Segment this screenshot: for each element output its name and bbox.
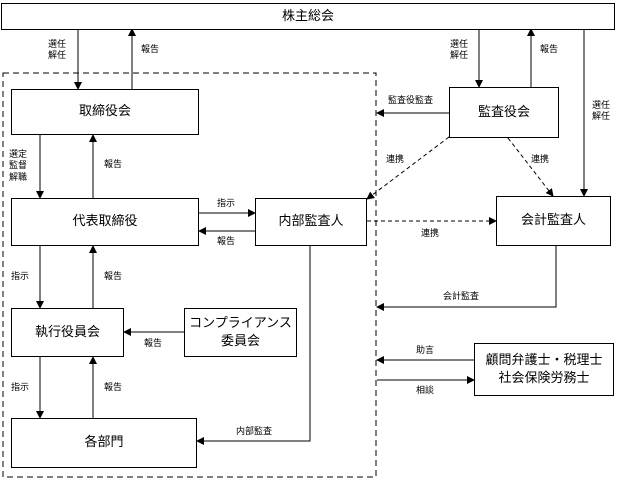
- accounting-auditor-label: 会計監査人: [520, 213, 586, 229]
- auditors-board-label: 監査役会: [477, 104, 530, 120]
- label-select-supervise: 選定監督解職: [9, 150, 28, 183]
- label-report-internal: 報告: [217, 237, 236, 247]
- ceo-box: 代表取締役: [11, 198, 199, 246]
- label-coop-internal: 連携: [386, 155, 405, 165]
- arrow-internal-audit-to-departments: [196, 245, 311, 445]
- accounting-auditor-box: 会計監査人: [496, 196, 611, 246]
- label-instruct-executive: 指示: [11, 272, 30, 282]
- label-report-ceo: 報告: [104, 160, 123, 170]
- board-label: 取締役会: [78, 104, 131, 120]
- label-internal-audit: 内部監査: [236, 427, 273, 437]
- shareholders-box: 株主総会: [1, 3, 615, 30]
- auditors-board-box: 監査役会: [449, 87, 559, 138]
- compliance-label-line2: 委員会: [220, 333, 260, 349]
- board-box: 取締役会: [11, 89, 199, 135]
- label-report-auditors: 報告: [540, 45, 559, 55]
- departments-label: 各部門: [84, 435, 124, 451]
- arrow-accounting-audit-to-company: [376, 246, 557, 311]
- compliance-committee-box: コンプライアンス 委員会: [184, 308, 297, 357]
- shareholders-label: 株主総会: [281, 8, 334, 24]
- advisors-label-line1: 顧問弁護士・税理士: [485, 352, 603, 368]
- internal-auditor-label: 内部監査人: [278, 214, 344, 230]
- link-auditors-accounting: [500, 130, 554, 197]
- label-auditor-audit: 監査役監査: [388, 96, 434, 106]
- link-auditors-internal: [366, 129, 457, 200]
- executive-committee-box: 執行役員会: [11, 308, 124, 357]
- label-instruct-departments: 指示: [11, 383, 30, 393]
- label-elect-board: 選任解任: [48, 40, 67, 62]
- company-boundary: [2, 72, 377, 478]
- label-advice: 助言: [416, 346, 435, 356]
- label-report-board: 報告: [141, 45, 160, 55]
- advisors-label-line2: 社会保険労務士: [498, 370, 590, 386]
- ceo-label: 代表取締役: [72, 214, 138, 230]
- label-coop-accounting: 連携: [531, 155, 550, 165]
- label-accounting-audit: 会計監査: [443, 292, 480, 302]
- internal-auditor-box: 内部監査人: [255, 198, 367, 246]
- label-report-departments: 報告: [104, 383, 123, 393]
- label-elect-accounting: 選任解任: [592, 101, 611, 123]
- label-instruct-internal: 指示: [217, 199, 236, 209]
- departments-box: 各部門: [11, 418, 197, 468]
- label-report-compliance: 報告: [144, 339, 163, 349]
- compliance-label-line1: コンプライアンス: [189, 315, 292, 331]
- label-consult: 相談: [416, 386, 435, 396]
- executive-committee-label: 執行役員会: [34, 324, 100, 340]
- label-coop-middle: 連携: [421, 229, 440, 239]
- label-elect-auditors: 選任解任: [450, 40, 469, 62]
- advisors-box: 顧問弁護士・税理士 社会保険労務士: [474, 343, 614, 396]
- label-report-executive: 報告: [104, 272, 123, 282]
